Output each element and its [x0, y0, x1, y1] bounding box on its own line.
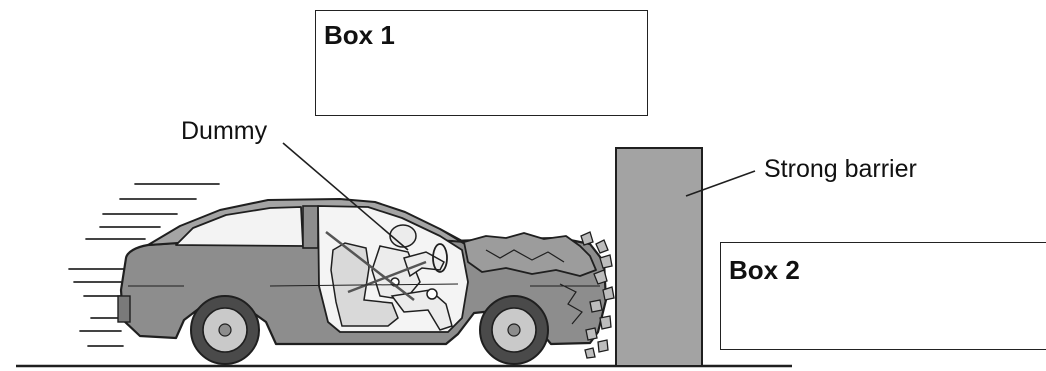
dummy-head — [390, 225, 416, 247]
dummy-label: Dummy — [181, 117, 267, 146]
rear-wheel — [191, 296, 259, 364]
front-wheel — [480, 296, 548, 364]
box-2: Box 2 — [720, 242, 1046, 350]
box-2-title: Box 2 — [729, 255, 800, 286]
dummy-knee-marker — [427, 289, 437, 299]
crumpled-bonnet — [464, 233, 596, 276]
strong-barrier-label: Strong barrier — [764, 155, 917, 184]
box-1: Box 1 — [315, 10, 648, 116]
rear-window — [176, 207, 303, 246]
strong-barrier — [616, 148, 702, 366]
car — [118, 199, 606, 364]
b-pillar — [303, 206, 318, 248]
rear-bumper — [118, 296, 130, 322]
box-1-title: Box 1 — [324, 20, 395, 51]
